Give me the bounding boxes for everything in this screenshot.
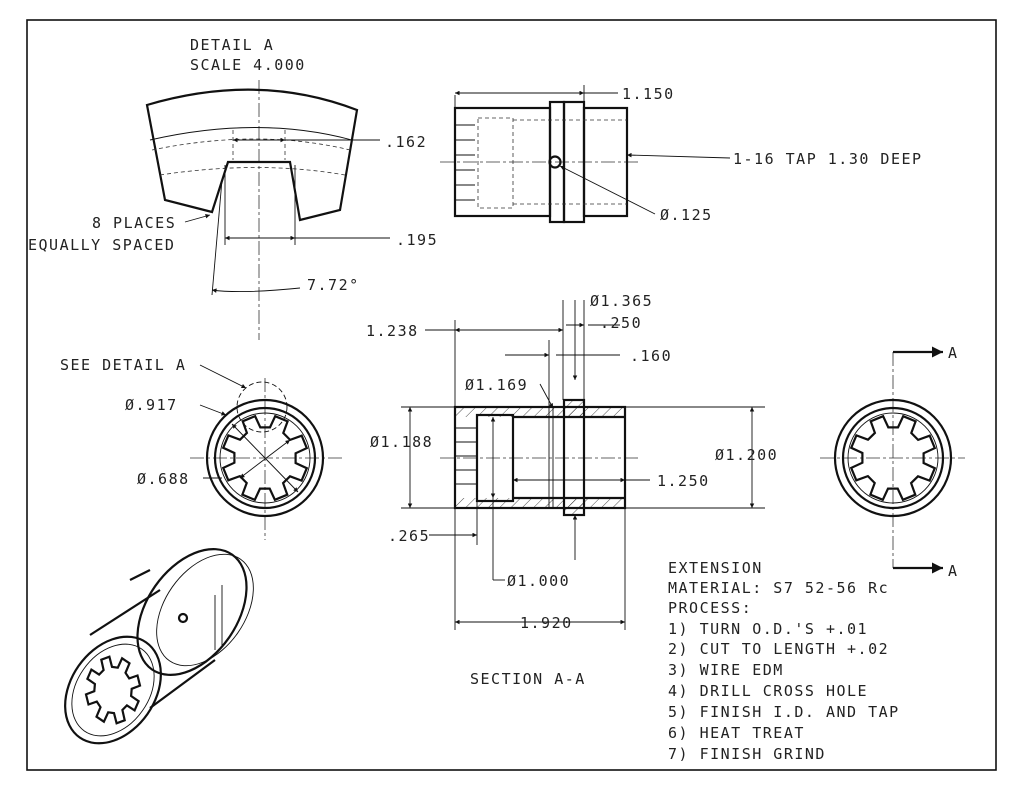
side-view: 1.150 1-16 TAP 1.30 DEEP Ø.125 [440,85,923,224]
note-step: 5) FINISH I.D. AND TAP [668,703,900,721]
dia-688: Ø.688 [137,470,190,488]
dim-195: .195 [396,231,438,249]
dia-1200: Ø1.200 [715,446,778,464]
places-note-2: EQUALLY SPACED [28,236,175,254]
note-process-title: PROCESS: [668,599,752,617]
dim-angle: 7.72° [307,276,360,294]
places-note-1: 8 PLACES [92,214,176,232]
dia-1188: Ø1.188 [370,433,433,451]
detail-a-view: DETAIL A SCALE 4.000 .162 .195 7.72° 8 P… [28,36,438,340]
detail-scale: SCALE 4.000 [190,56,306,74]
dim-162: .162 [385,133,427,151]
dia-1000: Ø1.000 [507,572,570,590]
tap-note: 1-16 TAP 1.30 DEEP [733,150,923,168]
dim-1238: 1.238 [366,322,419,340]
section-a-a: Ø1.365 .250 1.238 .160 Ø1.169 Ø1.188 Ø1.… [366,292,778,688]
section-mark-top: A [948,344,959,362]
dia-1169: Ø1.169 [465,376,528,394]
dim-1150: 1.150 [622,85,675,103]
isometric-view [64,548,254,745]
detail-title: DETAIL A [190,36,274,54]
section-mark-bottom: A [948,562,959,580]
note-step: 3) WIRE EDM [668,661,784,679]
dim-1250: 1.250 [657,472,710,490]
end-view-right: A A [820,344,965,580]
dim-250: .250 [600,314,642,332]
note-material: MATERIAL: S7 52-56 Rc [668,579,889,597]
note-step: 7) FINISH GRIND [668,745,826,763]
dim-1920: 1.920 [520,614,573,632]
see-detail-a: SEE DETAIL A [60,356,186,374]
dia-1365: Ø1.365 [590,292,653,310]
dim-265: .265 [388,527,430,545]
note-part: EXTENSION [668,559,763,577]
section-caption: SECTION A-A [470,670,586,688]
note-step: 4) DRILL CROSS HOLE [668,682,868,700]
note-step: 6) HEAT TREAT [668,724,805,742]
notes-block: EXTENSION MATERIAL: S7 52-56 Rc PROCESS:… [668,559,900,763]
hole-dia: Ø.125 [660,206,713,224]
note-step: 1) TURN O.D.'S +.01 [668,620,868,638]
sheet-border [26,19,997,771]
dim-160: .160 [630,347,672,365]
note-step: 2) CUT TO LENGTH +.02 [668,640,889,658]
end-view-left: SEE DETAIL A Ø.917 Ø.688 [60,356,345,540]
dia-917: Ø.917 [125,396,178,414]
